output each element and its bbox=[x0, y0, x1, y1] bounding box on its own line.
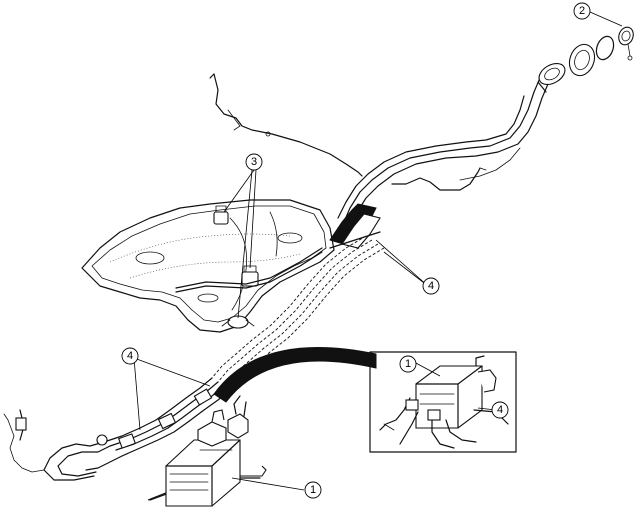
filler-pipe bbox=[337, 77, 549, 229]
vent-line-upper bbox=[209, 73, 363, 177]
callout-1-inset-label: 1 bbox=[405, 358, 411, 370]
line-clamp-block bbox=[329, 203, 381, 249]
callout-3: 3 bbox=[245, 153, 263, 171]
inset-detail bbox=[213, 346, 517, 453]
inset-canister bbox=[379, 355, 509, 449]
fuel-tank bbox=[81, 199, 335, 333]
callout-1-main: 1 bbox=[304, 481, 322, 499]
tank-valve-lower bbox=[221, 315, 255, 329]
callout-4-left-label: 4 bbox=[127, 350, 133, 362]
fuel-lines-lower bbox=[3, 377, 231, 481]
filler-neck-inlet bbox=[537, 62, 566, 93]
o-ring bbox=[595, 35, 615, 61]
callout-4-inset-label: 4 bbox=[497, 404, 503, 416]
callout-4-right-label: 4 bbox=[428, 280, 434, 292]
callout-3-label: 3 bbox=[251, 156, 257, 168]
callout-1-main-label: 1 bbox=[310, 484, 316, 496]
leader-lines bbox=[133, 11, 623, 491]
callout-2: 2 bbox=[573, 2, 591, 20]
branch-line-right bbox=[391, 167, 487, 191]
callout-4-inset: 4 bbox=[491, 401, 509, 419]
callout-4-left: 4 bbox=[121, 347, 139, 365]
fuel-filler-cap bbox=[618, 26, 634, 61]
charcoal-canister bbox=[147, 395, 267, 507]
filler-neck-seal bbox=[568, 43, 596, 77]
callout-1-inset: 1 bbox=[399, 355, 417, 373]
callout-4-right: 4 bbox=[422, 277, 440, 295]
callout-2-label: 2 bbox=[579, 5, 585, 17]
tank-valve-upper bbox=[213, 205, 229, 225]
